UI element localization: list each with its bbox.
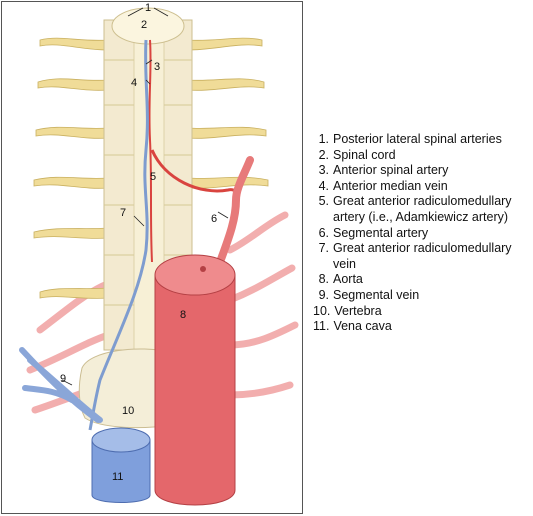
legend-number: 11. — [313, 319, 330, 334]
callout-8: 8 — [180, 309, 186, 321]
legend-label: Segmental artery — [333, 225, 429, 240]
anterior-spinal-artery — [148, 39, 153, 263]
callout-leaders — [61, 7, 229, 386]
legend-label: Segmental vein — [333, 287, 420, 302]
legend-number: 6. — [318, 225, 329, 240]
spinal-cord-section — [111, 7, 185, 45]
legend-number: 8. — [318, 272, 329, 287]
legend-number: 2. — [318, 147, 329, 162]
callout-3: 3 — [154, 61, 160, 73]
callout-10: 10 — [122, 405, 134, 417]
legend-item: 7. Great anterior radiculomedullary vein — [313, 241, 533, 272]
legend-label: Anterior spinal artery — [333, 163, 449, 178]
callout-2: 2 — [141, 19, 147, 31]
legend-number: 4. — [318, 178, 329, 193]
legend-item: 8. Aorta — [313, 272, 533, 288]
legend-number: 7. — [318, 241, 329, 256]
legend-label: Posterior lateral spinal arteries — [333, 132, 502, 146]
legend: 1. Posterior lateral spinal arteries 2. Sp… — [313, 132, 533, 335]
callout-1: 1 — [145, 2, 151, 14]
callout-6: 6 — [211, 213, 217, 225]
legend-item: 5. Great anterior radiculomedullary arter… — [313, 194, 533, 225]
legend-item: 11.Vena cava — [313, 319, 533, 335]
callout-11: 11 — [112, 471, 123, 483]
legend-item: 6. Segmental artery — [313, 226, 533, 242]
callout-5: 5 — [150, 171, 156, 183]
legend-number: 9. — [318, 287, 329, 302]
legend-number: 1. — [318, 132, 329, 146]
legend-item: 1. Posterior lateral spinal arteries — [313, 132, 533, 148]
legend-label: Vertebra — [334, 303, 382, 318]
legend-number: 10. — [313, 303, 331, 318]
legend-item: 9. Segmental vein — [313, 288, 533, 304]
aorta-ostium — [200, 266, 206, 272]
legend-item: 10.Vertebra — [313, 304, 533, 320]
legend-label: Aorta — [333, 272, 363, 287]
legend-item: 3. Anterior spinal artery — [313, 163, 533, 179]
legend-item: 2. Spinal cord — [313, 148, 533, 164]
legend-number: 5. — [318, 194, 329, 209]
callout-7: 7 — [120, 207, 126, 219]
vena-cava — [91, 439, 151, 503]
aorta-top — [154, 254, 236, 296]
legend-item: 4. Anterior median vein — [313, 179, 533, 195]
anterior-median-vein — [88, 39, 149, 431]
legend-label: Great anterior radiculomedullary artery … — [333, 194, 512, 224]
aorta — [154, 274, 236, 506]
callout-4: 4 — [131, 77, 137, 89]
legend-label: Great anterior radiculomedullary vein — [333, 241, 512, 271]
spinal-vascular-illustration: 1 2 3 4 5 6 7 8 9 10 11 — [1, 1, 303, 514]
callout-9: 9 — [60, 373, 66, 385]
legend-number: 3. — [318, 163, 329, 178]
segmental-artery — [216, 156, 254, 266]
vena-cava-top — [91, 427, 151, 453]
legend-label: Vena cava — [333, 319, 392, 334]
legend-label: Spinal cord — [333, 147, 396, 162]
legend-label: Anterior median vein — [333, 178, 448, 193]
nerve-roots — [33, 37, 269, 299]
segmental-vein — [19, 347, 103, 423]
